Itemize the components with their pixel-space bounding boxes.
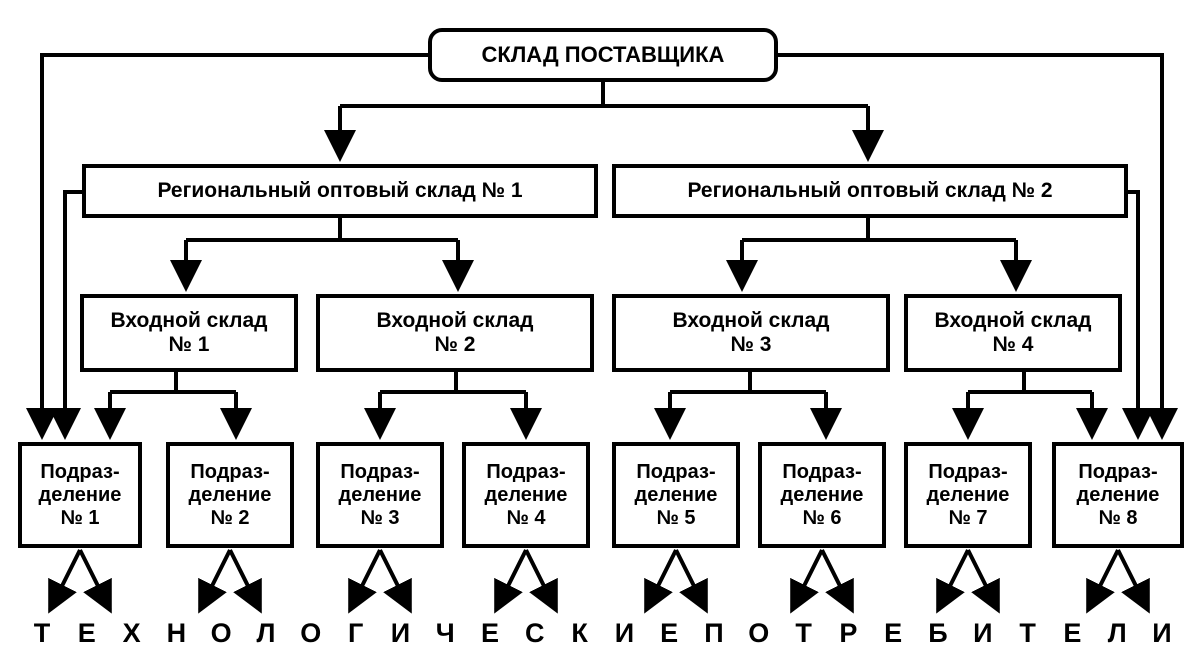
caption-letter: Е [77,618,96,648]
consumer-arrow-4-right [524,549,558,614]
subdivision-8-line2: деление [1076,483,1160,506]
consumer-arrow-6-left [790,549,824,614]
caption-letter: О [210,618,232,648]
caption-letter: И [1152,618,1172,648]
caption-letter: Ч [435,618,455,648]
subdivision-1-line1: Подраз- [40,460,120,483]
subdivision-6-box: Подраз- деление № 6 [758,442,886,548]
subdivision-1-box: Подраз- деление № 1 [18,442,142,548]
caption-letter: И [390,618,411,648]
caption-letter: О [300,618,322,648]
subdivision-8-line1: Подраз- [1078,460,1158,483]
caption-letter: Н [166,618,187,648]
subdivision-3-box: Подраз- деление № 3 [316,442,444,548]
input-warehouse-1-box: Входной склад № 1 [80,294,298,372]
caption-letter: Е [884,618,903,648]
caption-letter: Л [1107,618,1127,648]
caption-letter: Г [347,618,364,648]
input-warehouse-4-label: Входной склад [934,308,1092,332]
subdivision-6-line2: деление [780,483,864,506]
subdivision-7-line1: Подраз- [928,460,1008,483]
caption-letter: С [525,618,545,648]
subdivision-4-number: № 4 [506,506,546,529]
subdivision-3-line1: Подраз- [340,460,420,483]
caption-letter: Е [480,618,500,648]
consumer-arrow-7-left [936,549,970,614]
input-warehouse-1-number: № 1 [168,333,210,356]
caption-letter: Т [795,618,812,648]
subdivision-1-number: № 1 [60,506,100,529]
arrow-regional-2-to-subdivision-8 [1122,190,1154,440]
input-warehouse-3-label: Входной склад [672,308,830,332]
subdivision-2-line2: деление [188,483,272,506]
subdivision-5-box: Подраз- деление № 5 [612,442,740,548]
consumer-arrow-1-right [78,549,112,614]
regional-warehouse-2-box: Региональный оптовый склад № 2 [612,164,1128,218]
arrow-regional-1-to-subdivision-1 [49,190,82,440]
regional-warehouse-1-box: Региональный оптовый склад № 1 [82,164,598,218]
caption-letter: Л [256,618,276,648]
caption-letter: Б [928,618,948,648]
subdivision-7-box: Подраз- деление № 7 [904,442,1032,548]
consumer-arrow-3-left [348,549,382,614]
input-warehouse-2-box: Входной склад № 2 [316,294,594,372]
input-warehouse-3-number: № 3 [730,333,772,356]
subdivision-4-box: Подраз- деление № 4 [462,442,590,548]
subdivision-4-line1: Подраз- [486,460,566,483]
subdivision-6-number: № 6 [802,506,842,529]
consumer-arrow-8-left [1086,549,1120,614]
regional-warehouse-2-label: Региональный оптовый склад № 2 [687,178,1053,202]
consumer-arrow-1-left [48,549,82,614]
subdivision-1-line2: деление [38,483,122,506]
subdivision-5-number: № 5 [656,506,696,529]
subdivision-6-line1: Подраз- [782,460,862,483]
subdivision-8-number: № 8 [1098,506,1138,529]
consumer-arrow-3-right [378,549,412,614]
consumer-arrow-8-right [1116,549,1150,614]
caption-letter: Т [33,618,51,648]
input-warehouse-4-box: Входной склад № 4 [904,294,1122,372]
consumer-arrow-5-left [644,549,678,614]
subdivision-5-line2: деление [634,483,718,506]
input-warehouse-3-box: Входной склад № 3 [612,294,890,372]
arrow-supplier-to-subdivision-8 [778,53,1178,440]
subdivision-2-line1: Подраз- [190,460,270,483]
supplier-warehouse-label: СКЛАД ПОСТАВЩИКА [481,42,725,68]
caption-letter: Х [122,618,141,648]
arrow-supplier-to-subdivision-1 [26,53,428,440]
subdivision-2-number: № 2 [210,506,250,529]
input-warehouse-2-label: Входной склад [376,308,534,332]
consumer-arrow-6-right [820,549,854,614]
consumer-arrow-4-left [494,549,528,614]
caption-letter: Е [660,618,679,648]
regional-warehouse-1-label: Региональный оптовый склад № 1 [157,178,523,202]
consumer-arrow-5-right [674,549,708,614]
consumer-arrow-2-right [228,549,262,614]
subdivision-3-number: № 3 [360,506,400,529]
caption-letter: И [973,618,993,648]
subdivision-2-box: Подраз- деление № 2 [166,442,294,548]
input-warehouse-2-number: № 2 [434,333,476,356]
caption-letter: Р [839,618,858,648]
subdivision-4-line2: деление [484,483,568,506]
caption-letter: Т [1019,618,1036,648]
subdivision-3-line2: деление [338,483,422,506]
caption-letter: К [571,618,588,648]
input-warehouse-1-label: Входной склад [110,308,268,332]
caption-letter: Е [1063,618,1082,648]
caption-letter: О [748,618,770,648]
input-warehouse-4-number: № 4 [992,333,1034,356]
subdivision-7-line2: деление [926,483,1010,506]
supplier-warehouse-box: СКЛАД ПОСТАВЩИКА [428,28,778,82]
subdivision-8-box: Подраз- деление № 8 [1052,442,1184,548]
consumer-arrow-7-right [966,549,1000,614]
caption-letter: И [614,618,635,648]
subdivision-7-number: № 7 [948,506,988,529]
consumer-arrow-2-left [198,549,232,614]
caption-letter: П [704,618,724,648]
subdivision-5-line1: Подраз- [636,460,716,483]
